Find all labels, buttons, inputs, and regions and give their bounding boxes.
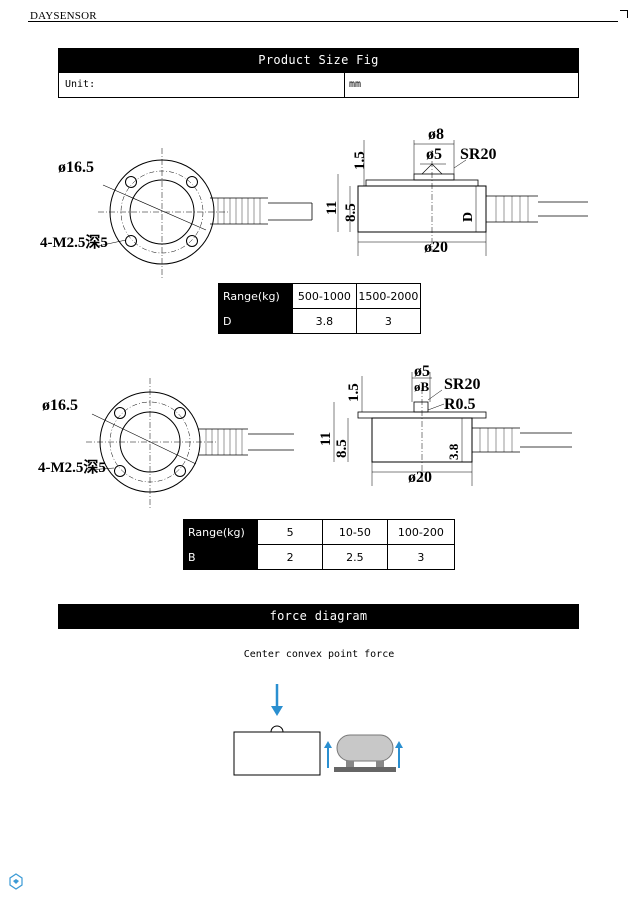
- table-header-cell: 10-50: [321, 519, 388, 545]
- fig1-body-h-label: 8.5: [343, 203, 359, 222]
- force-arrow-icon: [271, 684, 283, 716]
- fig1-sphere-label: SR20: [460, 146, 496, 163]
- fig1-body-w-label: ø20: [424, 239, 448, 256]
- logo-icon: [9, 873, 23, 890]
- header-rule: [28, 21, 618, 22]
- fig2-side-label: 3.8: [446, 443, 461, 460]
- fig1-range-table: Range(kg) 500-1000 1500-2000 D 3.8 3: [218, 283, 422, 334]
- fig1-step-label: 1.5: [352, 151, 368, 170]
- fig2-total-h-label: 11: [318, 432, 334, 446]
- fig2-radius-label: R0.5: [444, 396, 476, 413]
- product-size-title: Product Size Fig: [58, 48, 579, 73]
- table-row: D 3.8 3: [218, 308, 422, 334]
- fig2-body-w-label: ø20: [408, 469, 432, 486]
- force-caption: Center convex point force: [243, 649, 395, 660]
- table-cell: 2.5: [321, 544, 388, 570]
- fig1-top-outer-label: ø8: [428, 126, 444, 143]
- fig2-pcd-label: ø16.5: [42, 397, 78, 414]
- fig1-top-view: [97, 148, 313, 278]
- fig2-step-label: 1.5: [346, 383, 362, 402]
- table-cell: 2: [257, 544, 323, 570]
- table-cell: D: [218, 308, 293, 334]
- fig2-holes-label: 4-M2.5深5: [38, 458, 106, 476]
- table-header-cell: 500-1000: [291, 283, 357, 309]
- unit-row: Unit: mm: [58, 73, 579, 98]
- table-cell: 3: [386, 544, 456, 570]
- fig2-side-view: [333, 372, 572, 486]
- table-header-cell: Range(kg): [218, 283, 293, 309]
- table-cell: B: [182, 544, 259, 570]
- fig1-top-inner-label: ø5: [426, 146, 442, 163]
- unit-divider: [344, 73, 345, 97]
- unit-label: Unit:: [65, 79, 96, 90]
- unit-value: mm: [349, 79, 362, 90]
- fig2-body-h-label: 8.5: [334, 439, 350, 458]
- table-header-cell: 5: [257, 519, 323, 545]
- fig2-top-inner-label: øB: [414, 379, 430, 394]
- tank-on-sensors-icon: [324, 734, 403, 772]
- fig1-holes-label: 4-M2.5深5: [40, 233, 108, 251]
- corner-mark: [620, 10, 628, 18]
- load-cell-block-icon: [233, 725, 321, 776]
- fig2-sphere-label: SR20: [444, 376, 480, 393]
- fig2-top-view: [86, 378, 294, 508]
- brand-name: DAYSENSOR: [30, 10, 97, 22]
- table-header-cell: 100-200: [386, 519, 456, 545]
- table-cell: 3.8: [291, 308, 357, 334]
- fig1-pcd-label: ø16.5: [58, 159, 94, 176]
- table-row: B 2 2.5 3: [182, 544, 456, 570]
- table-header-cell: Range(kg): [182, 519, 259, 545]
- fig1-total-h-label: 11: [324, 201, 340, 215]
- fig2-range-table: Range(kg) 5 10-50 100-200 B 2 2.5 3: [182, 519, 456, 570]
- table-header-cell: 1500-2000: [355, 283, 422, 309]
- force-diagram-title: force diagram: [58, 604, 579, 629]
- table-cell: 3: [355, 308, 422, 334]
- table-row: Range(kg) 500-1000 1500-2000: [218, 283, 422, 309]
- fig1-side-view: [337, 140, 588, 256]
- fig2-top-outer-label: ø5: [414, 363, 430, 380]
- fig1-d-label: D: [461, 212, 476, 222]
- table-row: Range(kg) 5 10-50 100-200: [182, 519, 456, 545]
